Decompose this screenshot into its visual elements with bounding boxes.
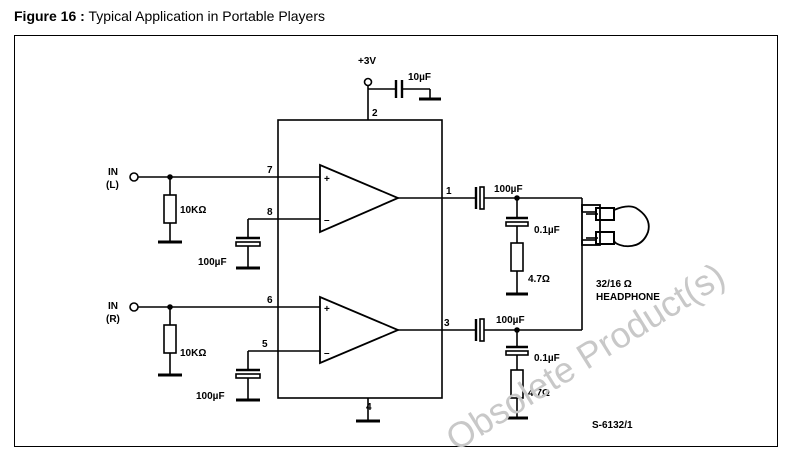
pin-5-label: 5 [262, 339, 268, 350]
pin-2-label: 2 [372, 108, 378, 119]
res-zobel-top-label: 4.7Ω [528, 274, 550, 285]
supply-cap-label: 10µF [408, 72, 431, 83]
cap-out1-label: 100µF [494, 184, 523, 195]
res-zobel-bottom-label: 4.7Ω [528, 388, 550, 399]
amp-left-plus: + [324, 174, 330, 185]
cap-pin8-label: 100µF [198, 257, 227, 268]
resistor-in-left-label: 10KΩ [180, 205, 206, 216]
amp-right-minus: – [324, 348, 330, 359]
left-input-wiring [129, 172, 320, 270]
amp-left-minus: – [324, 215, 330, 226]
resistor-in-right-label: 10KΩ [180, 348, 206, 359]
input-left-label-1: IN [108, 167, 118, 178]
diagram-frame [14, 35, 778, 447]
input-left-label-2: (L) [106, 180, 119, 191]
reference-code: S-6132/1 [592, 420, 633, 431]
amplifier-right [319, 295, 401, 365]
right-input-wiring [129, 302, 320, 402]
headphone-label: HEADPHONE [596, 292, 660, 303]
pin-1-label: 1 [446, 186, 452, 197]
ground-wiring [356, 398, 380, 423]
input-right-label-1: IN [108, 301, 118, 312]
amp-right-plus: + [324, 304, 330, 315]
headphone-impedance-label: 32/16 Ω [596, 279, 632, 290]
pin-4-label: 4 [366, 402, 372, 413]
pin-7-label: 7 [267, 165, 273, 176]
output-right-wiring [398, 239, 596, 420]
input-right-label-2: (R) [106, 314, 120, 325]
figure-label: Figure 16 : [14, 8, 85, 24]
headphone-icon [581, 204, 650, 248]
ic-body [277, 119, 443, 399]
cap-zobel-bottom-label: 0.1µF [534, 353, 560, 364]
pin-6-label: 6 [267, 295, 273, 306]
output-left-wiring [398, 186, 596, 296]
amplifier-left [319, 163, 401, 234]
figure-title: Typical Application in Portable Players [88, 8, 326, 24]
pin-8-label: 8 [267, 207, 273, 218]
watermark: Obsolete Product(s) [439, 254, 732, 456]
cap-out3-label: 100µF [496, 315, 525, 326]
supply-wiring [363, 77, 441, 120]
figure-caption: Figure 16 : Typical Application in Porta… [14, 8, 325, 24]
supply-label: +3V [358, 56, 376, 67]
pin-3-label: 3 [444, 318, 450, 329]
cap-pin5-label: 100µF [196, 391, 225, 402]
cap-zobel-top-label: 0.1µF [534, 225, 560, 236]
